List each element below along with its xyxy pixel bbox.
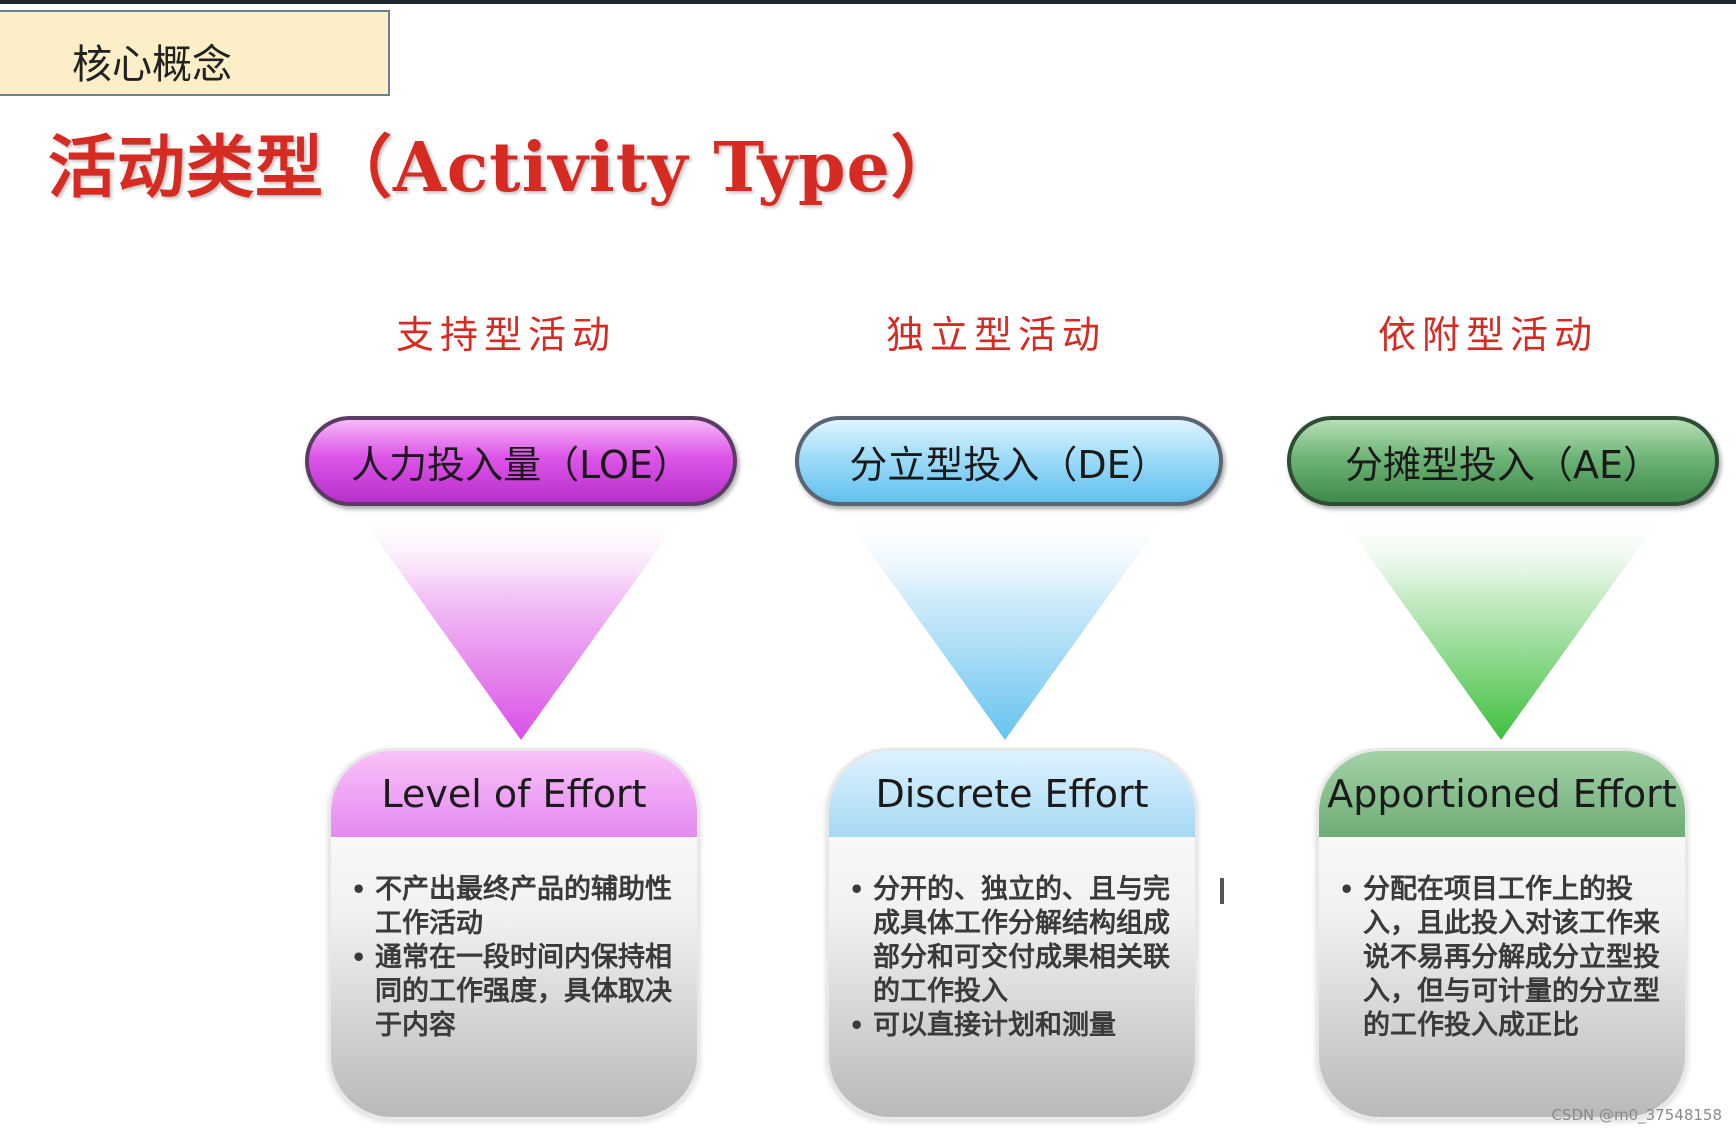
- bullet: 通常在一段时间内保持相同的工作强度，具体取决于内容: [351, 941, 681, 1043]
- bullet: 不产出最终产品的辅助性工作活动: [351, 873, 681, 941]
- slide-title: 活动类型（Activity Type）: [48, 128, 960, 208]
- category-label-dependent: 依附型活动: [1377, 313, 1598, 357]
- card-de-title: Discrete Effort: [829, 751, 1195, 837]
- category-label-independent: 独立型活动: [885, 313, 1106, 357]
- card-loe-bullets: 不产出最终产品的辅助性工作活动 通常在一段时间内保持相同的工作强度，具体取决于内…: [351, 873, 681, 1043]
- bullet: 分配在项目工作上的投入，且此投入对该工作来说不易再分解成分立型投入，但与可计量的…: [1339, 873, 1669, 1043]
- category-label-support: 支持型活动: [395, 313, 616, 357]
- pill-loe: 人力投入量（LOE）: [305, 416, 737, 506]
- section-tag-label: 核心概念: [72, 42, 232, 88]
- card-ae-bullets: 分配在项目工作上的投入，且此投入对该工作来说不易再分解成分立型投入，但与可计量的…: [1339, 873, 1669, 1043]
- bullet: 可以直接计划和测量: [849, 1009, 1179, 1043]
- card-ae-title: Apportioned Effort: [1319, 751, 1685, 837]
- section-tag: 核心概念: [0, 10, 390, 96]
- text-cursor: [1220, 878, 1224, 904]
- card-de: Discrete Effort 分开的、独立的、且与完成具体工作分解结构组成部分…: [826, 748, 1198, 1120]
- card-ae: Apportioned Effort 分配在项目工作上的投入，且此投入对该工作来…: [1316, 748, 1688, 1120]
- funnel-de: [840, 510, 1170, 740]
- watermark: CSDN @m0_37548158: [1551, 1106, 1722, 1124]
- card-loe-title: Level of Effort: [331, 751, 697, 837]
- funnel-ae: [1336, 510, 1666, 740]
- card-loe: Level of Effort 不产出最终产品的辅助性工作活动 通常在一段时间内…: [328, 748, 700, 1120]
- pill-ae: 分摊型投入（AE）: [1287, 416, 1719, 506]
- pill-de: 分立型投入（DE）: [795, 416, 1223, 506]
- top-border: [0, 0, 1736, 4]
- funnel-loe: [356, 510, 686, 740]
- card-de-bullets: 分开的、独立的、且与完成具体工作分解结构组成部分和可交付成果相关联的工作投入 可…: [849, 873, 1179, 1043]
- bullet: 分开的、独立的、且与完成具体工作分解结构组成部分和可交付成果相关联的工作投入: [849, 873, 1179, 1009]
